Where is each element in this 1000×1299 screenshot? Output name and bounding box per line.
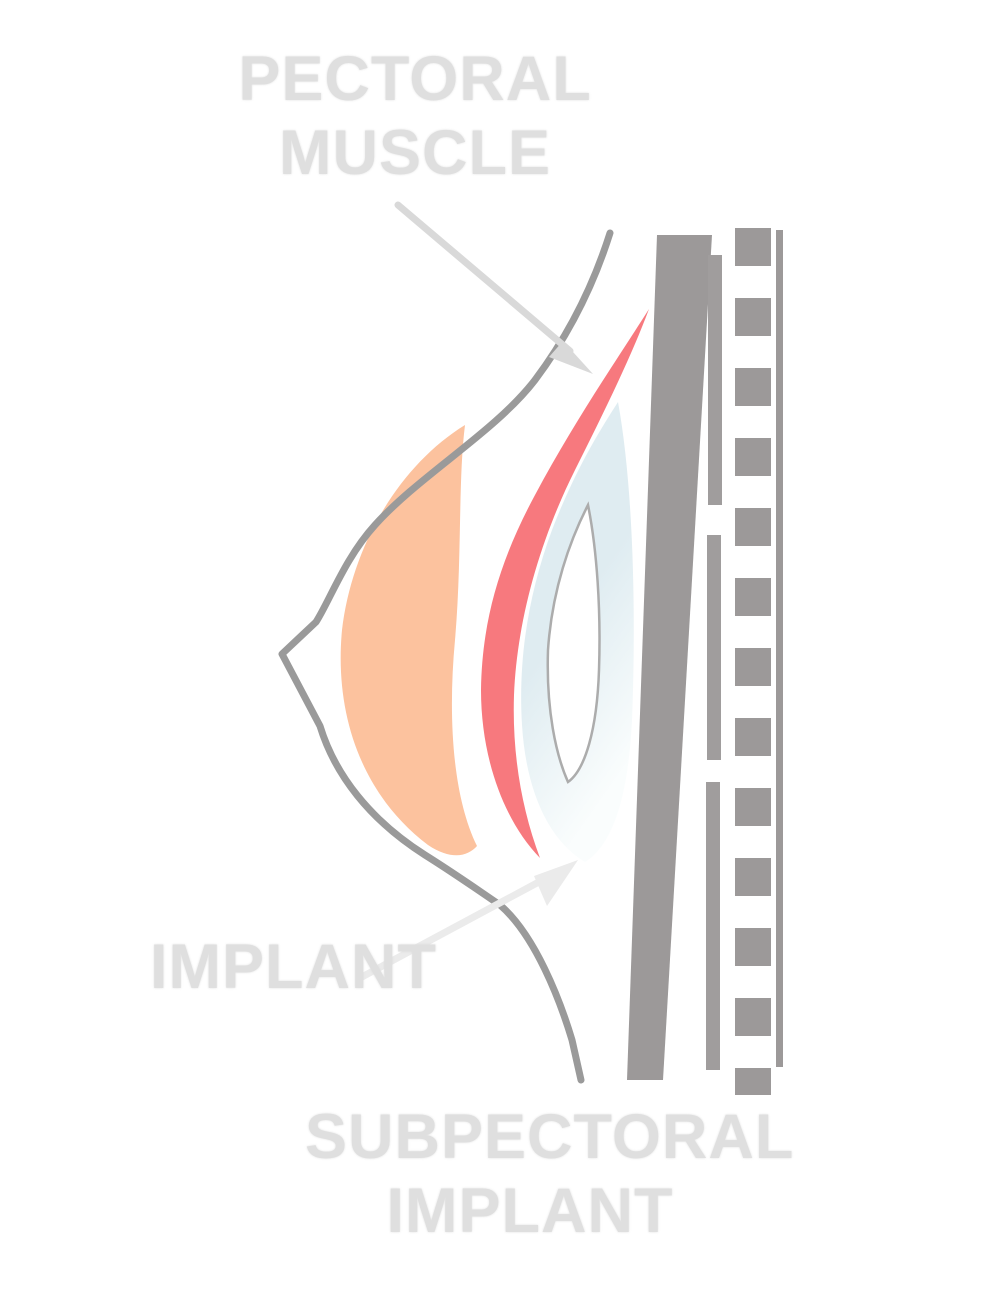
rib-block [735,788,771,826]
rib-block [735,648,771,686]
pectoral-muscle-label: PECTORAL MUSCLE [205,42,625,190]
pectoral-leader-arrowhead [549,341,593,374]
rib-block [735,368,771,406]
pectoral-leader [394,201,593,374]
subpectoral-implant-label-line1: SUBPECTORAL [305,1102,795,1172]
pectoral-muscle-label-line1: PECTORAL [238,44,592,114]
subpectoral-implant-label: SUBPECTORAL IMPLANT [305,1100,795,1248]
implant-leader-arrowhead [534,860,578,906]
rib-block [735,998,771,1036]
rib-block [735,578,771,616]
implant-leader-line [356,872,554,982]
rib-block [735,298,771,336]
pectoral-muscle-label-line2: MUSCLE [279,118,551,188]
rib-blocks [735,228,771,1095]
rib-block [735,718,771,756]
sternum-strip [706,255,722,1070]
pectoral-leader-line [394,201,574,355]
breast-tissue-shape [340,425,477,856]
implant-inner-highlight [546,501,601,784]
spine-line [776,230,783,1067]
rib-block [735,858,771,896]
implant-label: IMPLANT [150,932,437,1002]
rib-block [735,508,771,546]
rib-block [735,438,771,476]
pectoral-muscle-shape [481,309,649,858]
rib-block [735,1068,771,1095]
implant-leader [356,860,578,982]
rib-block [735,228,771,266]
rib-block [735,928,771,966]
chest-wall-bar [627,235,712,1080]
subpectoral-implant-label-line2: IMPLANT [386,1176,674,1246]
